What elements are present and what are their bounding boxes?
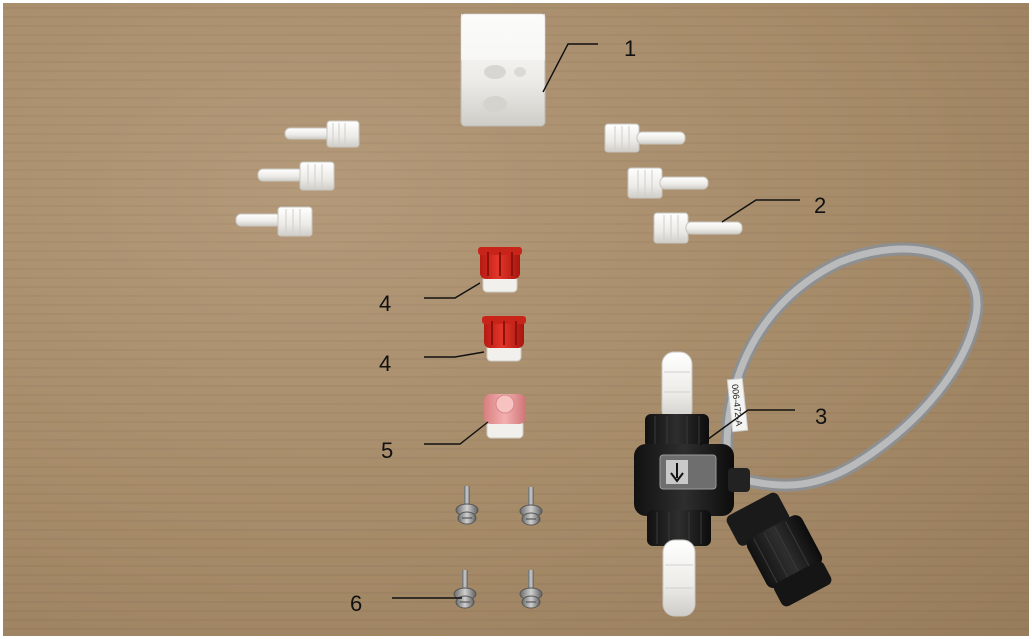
callout-6: 6 bbox=[350, 591, 362, 616]
part-4-red-nozzle-middle bbox=[482, 316, 526, 362]
leader-lines bbox=[392, 43, 800, 599]
part-6-screws bbox=[453, 486, 543, 609]
part-4-red-nozzle-top bbox=[478, 247, 522, 293]
callout-3: 3 bbox=[815, 404, 827, 429]
part-5-pink-nozzle bbox=[484, 394, 526, 439]
part-1-manifold-block bbox=[460, 13, 546, 127]
callout-1: 1 bbox=[624, 36, 636, 61]
part-2-fittings-left bbox=[235, 120, 360, 237]
part-2-fittings-right bbox=[604, 123, 743, 244]
callout-2: 2 bbox=[814, 193, 826, 218]
callout-4-top: 4 bbox=[379, 291, 391, 316]
callout-5: 5 bbox=[381, 438, 393, 463]
callout-4-middle: 4 bbox=[379, 351, 391, 376]
part-3-flow-sensor: 006-472-A bbox=[634, 242, 984, 617]
